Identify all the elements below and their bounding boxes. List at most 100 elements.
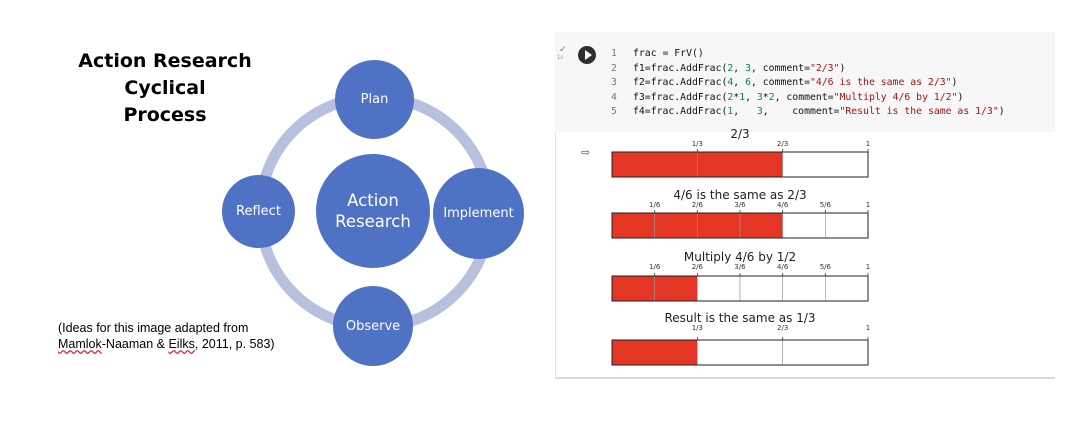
tick-label: 4/6 xyxy=(777,201,789,209)
cycle-node-reflect: Reflect xyxy=(222,175,295,248)
cycle-node-observe: Observe xyxy=(333,286,413,366)
filled-segment xyxy=(611,339,698,366)
cycle-node-plan-label: Plan xyxy=(360,92,389,107)
empty-segment xyxy=(697,275,741,302)
code-token: ) xyxy=(839,62,846,74)
line-number: 2 xyxy=(611,62,617,74)
cycle-center-action-research: Action Research xyxy=(316,154,430,268)
caption-line-1: (Ideas for this image adapted from xyxy=(58,321,249,335)
output-redirect-icon[interactable]: ⇨ xyxy=(581,147,591,159)
filled-segment xyxy=(739,212,783,239)
bar-outline xyxy=(611,151,869,178)
cell-divider xyxy=(555,377,1055,379)
cycle-node-implement-label: Implement xyxy=(443,206,514,221)
code-token: 6 xyxy=(745,77,751,88)
tick-label: 1 xyxy=(866,201,870,209)
line-number: 1 xyxy=(611,48,617,59)
code-token: f3=frac.AddFrac( xyxy=(633,91,728,103)
code-token: frac = FrV() xyxy=(633,48,704,59)
code-token: "4/6 is the same as 2/3" xyxy=(809,77,952,88)
tick-label: 5/6 xyxy=(820,263,832,271)
code-token: , comment= xyxy=(750,62,810,74)
fraction-title: Result is the same as 1/3 xyxy=(664,311,815,325)
code-token: "Multiply 4/6 by 1/2" xyxy=(833,91,958,103)
filled-segment xyxy=(611,151,698,178)
tick-label: 1/6 xyxy=(649,201,661,209)
line-number: 3 xyxy=(611,77,617,88)
empty-segment xyxy=(782,151,869,178)
code-token: "Result is the same as 1/3" xyxy=(839,106,999,117)
fraction-title: 4/6 is the same as 2/3 xyxy=(673,188,806,202)
code-token: "2/3" xyxy=(809,62,840,74)
code-token: 3 xyxy=(745,62,751,74)
slide-title: Action Research Cyclical Process xyxy=(40,48,290,129)
tick-label: 4/6 xyxy=(777,263,789,271)
filled-segment xyxy=(654,212,698,239)
empty-segment xyxy=(739,275,783,302)
fraction-plot: 2/3 1/3 2/3 1 xyxy=(611,127,870,178)
code-line[interactable]: 1 frac = FrV() xyxy=(611,47,1005,62)
run-cell-button[interactable] xyxy=(578,46,596,64)
empty-segment xyxy=(782,212,826,239)
action-research-slide: Action Research Cyclical Process Plan Im… xyxy=(40,48,524,366)
execution-time: 1s xyxy=(557,55,564,61)
code-token: 2 xyxy=(727,62,734,74)
slide-title-line-2: Process xyxy=(123,104,207,126)
slide-title-line-1: Action Research Cyclical xyxy=(78,50,252,99)
code-token: 1 xyxy=(739,91,746,103)
tick-label: 3/6 xyxy=(734,201,746,209)
cycle-node-plan: Plan xyxy=(335,60,414,139)
code-token: ) xyxy=(957,91,964,103)
filled-segment xyxy=(654,275,698,302)
code-token: f4=frac.AddFrac( xyxy=(633,106,728,117)
line-number: 5 xyxy=(611,106,617,117)
tick-label: 2/6 xyxy=(692,201,704,209)
cycle-node-observe-label: Observe xyxy=(345,318,401,334)
code-token: ) xyxy=(998,106,1005,117)
empty-segment xyxy=(782,339,869,366)
empty-segment xyxy=(697,339,783,366)
code-token: * xyxy=(733,91,740,103)
code-token: 4 xyxy=(727,77,734,88)
code-token: , comment= xyxy=(774,91,834,103)
play-icon xyxy=(584,50,592,60)
empty-segment xyxy=(825,275,869,302)
caption-end: , 2011, p. 583) xyxy=(194,337,275,351)
code-token: 2 xyxy=(727,91,734,103)
tick-label: 1 xyxy=(866,263,870,271)
code-token: 2 xyxy=(768,91,775,103)
empty-segment xyxy=(782,275,826,302)
code-token: , xyxy=(733,77,746,88)
caption-line-2: Mamlok-Naaman & Eilks, 2011, p. 583) xyxy=(58,336,275,352)
fraction-title: Multiply 4/6 by 1/2 xyxy=(684,250,796,264)
tick-label: 1 xyxy=(866,324,870,332)
caption-author-1: Mamlok xyxy=(58,337,102,351)
code-token: 3 xyxy=(756,106,763,117)
code-token: * xyxy=(762,91,769,103)
tick-label: 1/3 xyxy=(692,140,703,148)
fraction-title: 2/3 xyxy=(730,127,749,141)
filled-segment xyxy=(611,275,655,302)
tick-label: 2/3 xyxy=(777,324,788,332)
empty-segment xyxy=(825,212,869,239)
tick-label: 2/6 xyxy=(692,263,704,271)
tick-label: 3/6 xyxy=(734,263,746,271)
code-token: , xyxy=(733,62,746,74)
checkmark-icon: ✓ xyxy=(559,44,567,54)
tick-label: 1 xyxy=(866,140,870,148)
tick-label: 2/3 xyxy=(777,140,788,148)
code-token: 1 xyxy=(727,106,734,117)
filled-segment xyxy=(697,212,741,239)
code-token: f1=frac.AddFrac( xyxy=(633,62,728,74)
filled-segment xyxy=(611,212,655,239)
